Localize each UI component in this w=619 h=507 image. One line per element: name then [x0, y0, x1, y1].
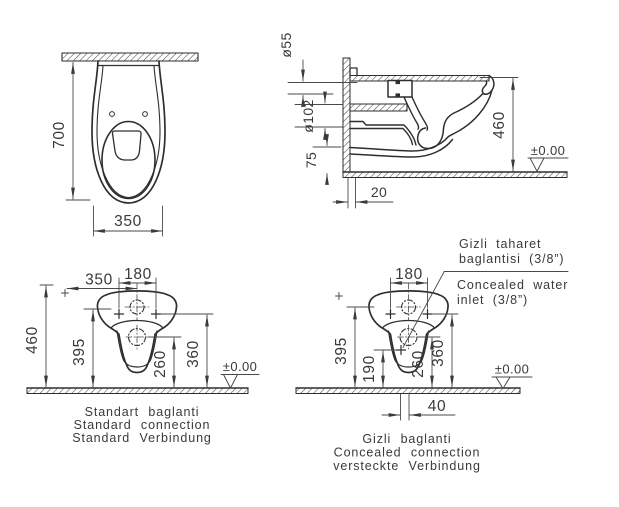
concealed-ref-point [335, 292, 343, 300]
plan-bowl-outline [91, 60, 166, 204]
concealed-dim-inlet-offset [381, 393, 456, 421]
concealed-dim-fixing-height [431, 313, 459, 388]
standard-dim-rim-height [39, 284, 54, 388]
standard-dim-fixing-height [160, 313, 214, 388]
concealed-bowl-outline [368, 290, 449, 374]
standard-fixing-holes [113, 308, 162, 320]
side-dim-outlet-height-label: 75 [303, 152, 319, 168]
concealed-fixing-holes [385, 308, 433, 320]
side-section-view: ø55 ø102 75 460 ±0.00 [278, 32, 569, 209]
standard-connection-view: 460 350 180 395 260 [24, 266, 260, 445]
standard-dim-holes-height [83, 308, 112, 388]
side-floor-section [342, 171, 568, 178]
side-dim-wall-gap-label: 20 [371, 184, 387, 200]
concealed-caption-line1: Gizli baglanti [362, 432, 451, 446]
concealed-inlet-leader [402, 271, 569, 348]
concealed-inlet-marker [395, 344, 407, 356]
side-dim-outlet-label: ø102 [300, 99, 316, 133]
concealed-dim-holes-height-label: 395 [333, 337, 350, 365]
side-dim-outlet-height [312, 134, 342, 185]
concealed-caption-line2: Concealed connection [334, 446, 481, 460]
concealed-dim-inlet-height [373, 349, 397, 388]
side-wall-section [342, 57, 351, 173]
side-bowl-profile [349, 67, 495, 158]
concealed-dim-hole-spacing [390, 277, 428, 309]
side-datum-symbol [527, 157, 569, 172]
plan-view: 700 350 [51, 52, 199, 237]
concealed-caption-line3: versteckte Verbindung [333, 459, 481, 473]
side-dim-wall-gap [332, 177, 394, 209]
concealed-connection-view: Gizli taharet baglantisi (3/8”) Conceale… [295, 237, 569, 473]
concealed-dim-holes-height [346, 306, 375, 388]
concealed-dim-fixing-height-label: 360 [430, 339, 447, 367]
concealed-dim-hole-spacing-label: 180 [395, 266, 423, 283]
standard-dim-fixing-height-label: 360 [185, 340, 202, 368]
standard-dim-side-offset-label: 350 [85, 272, 113, 289]
side-dim-outlet [294, 91, 344, 140]
standard-dim-hole-spacing [118, 277, 157, 309]
side-dim-inlet-label: ø55 [278, 32, 294, 57]
standard-ref-point [61, 289, 69, 297]
standard-datum-symbol [220, 374, 260, 389]
standard-caption-line3: Standard Verbindung [72, 431, 212, 445]
concealed-datum-symbol [491, 376, 533, 389]
standard-dim-outlet-height-label: 260 [152, 350, 169, 378]
standard-floor-section [26, 387, 249, 394]
standard-dim-holes-height-label: 395 [71, 338, 88, 366]
standard-datum-label: ±0.00 [223, 359, 257, 374]
side-dim-rim-height-label: 460 [491, 111, 508, 139]
concealed-dim-inlet-height-label: 190 [361, 355, 378, 383]
concealed-callout-line4: inlet (3/8”) [457, 293, 528, 307]
side-datum-label: ±0.00 [531, 143, 565, 158]
standard-dim-rim-height-label: 460 [24, 326, 41, 354]
concealed-callout-line2: baglantisi (3/8”) [459, 252, 564, 266]
plan-dim-depth [65, 62, 91, 201]
plan-dim-depth-label: 700 [51, 121, 68, 149]
standard-caption-line2: Standard connection [74, 418, 211, 432]
plan-dim-width [93, 205, 163, 237]
standard-dim-outlet-height [147, 336, 182, 388]
concealed-dim-outlet-height-label: 260 [410, 350, 427, 378]
plan-wall-section [61, 52, 199, 62]
standard-dim-hole-spacing-label: 180 [124, 266, 152, 283]
concealed-floor-section [295, 387, 521, 394]
concealed-datum-label: ±0.00 [495, 362, 529, 377]
concealed-callout-line3: Concealed water [457, 278, 568, 292]
side-dim-rim-height [479, 77, 519, 172]
plan-dim-width-label: 350 [114, 213, 142, 230]
standard-caption-line1: Standart baglanti [85, 405, 200, 419]
concealed-callout-line1: Gizli taharet [459, 237, 541, 251]
concealed-dim-outlet-height [417, 336, 441, 388]
concealed-dim-inlet-offset-label: 40 [428, 398, 446, 415]
